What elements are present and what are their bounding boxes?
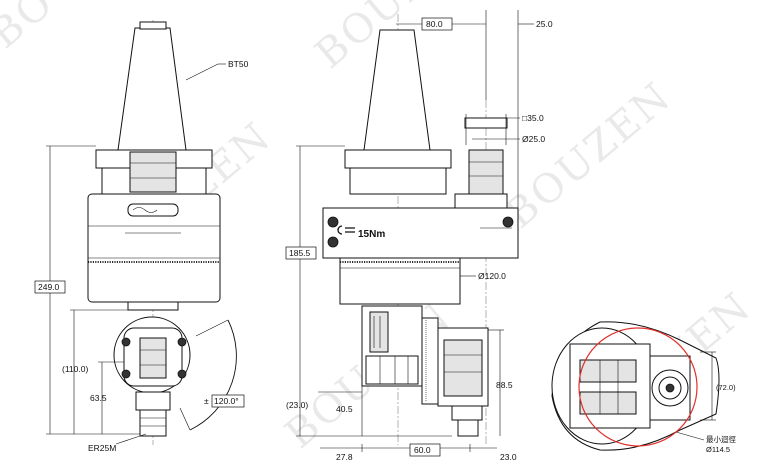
torque-label: 15Nm [358, 229, 385, 240]
dim-bottom-left: 27.8 [336, 452, 353, 462]
dim-right-height: 88.5 [496, 380, 513, 390]
dim-top-right: 25.0 [536, 19, 553, 29]
angle-value: 120.0° [214, 396, 239, 406]
min-turn-circle [578, 327, 698, 447]
left-view [46, 20, 237, 445]
min-turn-dia: Ø114.5 [706, 445, 730, 454]
dim-side-width: (72.0) [716, 383, 736, 392]
dim-bottom-mid: 60.0 [414, 445, 431, 455]
dim-dia25: Ø25.0 [522, 134, 545, 144]
dim-offset: (23.0) [286, 400, 308, 410]
dim-lower-length: 63.5 [90, 393, 107, 403]
middle-view [296, 10, 534, 452]
dim-bottom-right: 23.0 [500, 452, 517, 462]
dim-height: 185.5 [289, 248, 311, 258]
min-turn-label: 最小迴徑 [706, 434, 736, 444]
dim-dia120: Ø120.0 [478, 271, 506, 281]
dim-lower: 40.5 [336, 404, 353, 414]
dim-head-length: (110.0) [62, 364, 88, 374]
right-view [551, 321, 720, 451]
dim-top-width: 80.0 [426, 19, 443, 29]
angle-prefix: ± [204, 396, 209, 406]
label-collet: ER25M [88, 443, 116, 453]
dim-overall-length: 249.0 [38, 282, 60, 292]
watermark-4: BOUZEN [497, 73, 680, 237]
label-bt50: BT50 [228, 59, 249, 69]
wrench-icon [337, 225, 355, 235]
dim-square: □35.0 [522, 113, 544, 123]
